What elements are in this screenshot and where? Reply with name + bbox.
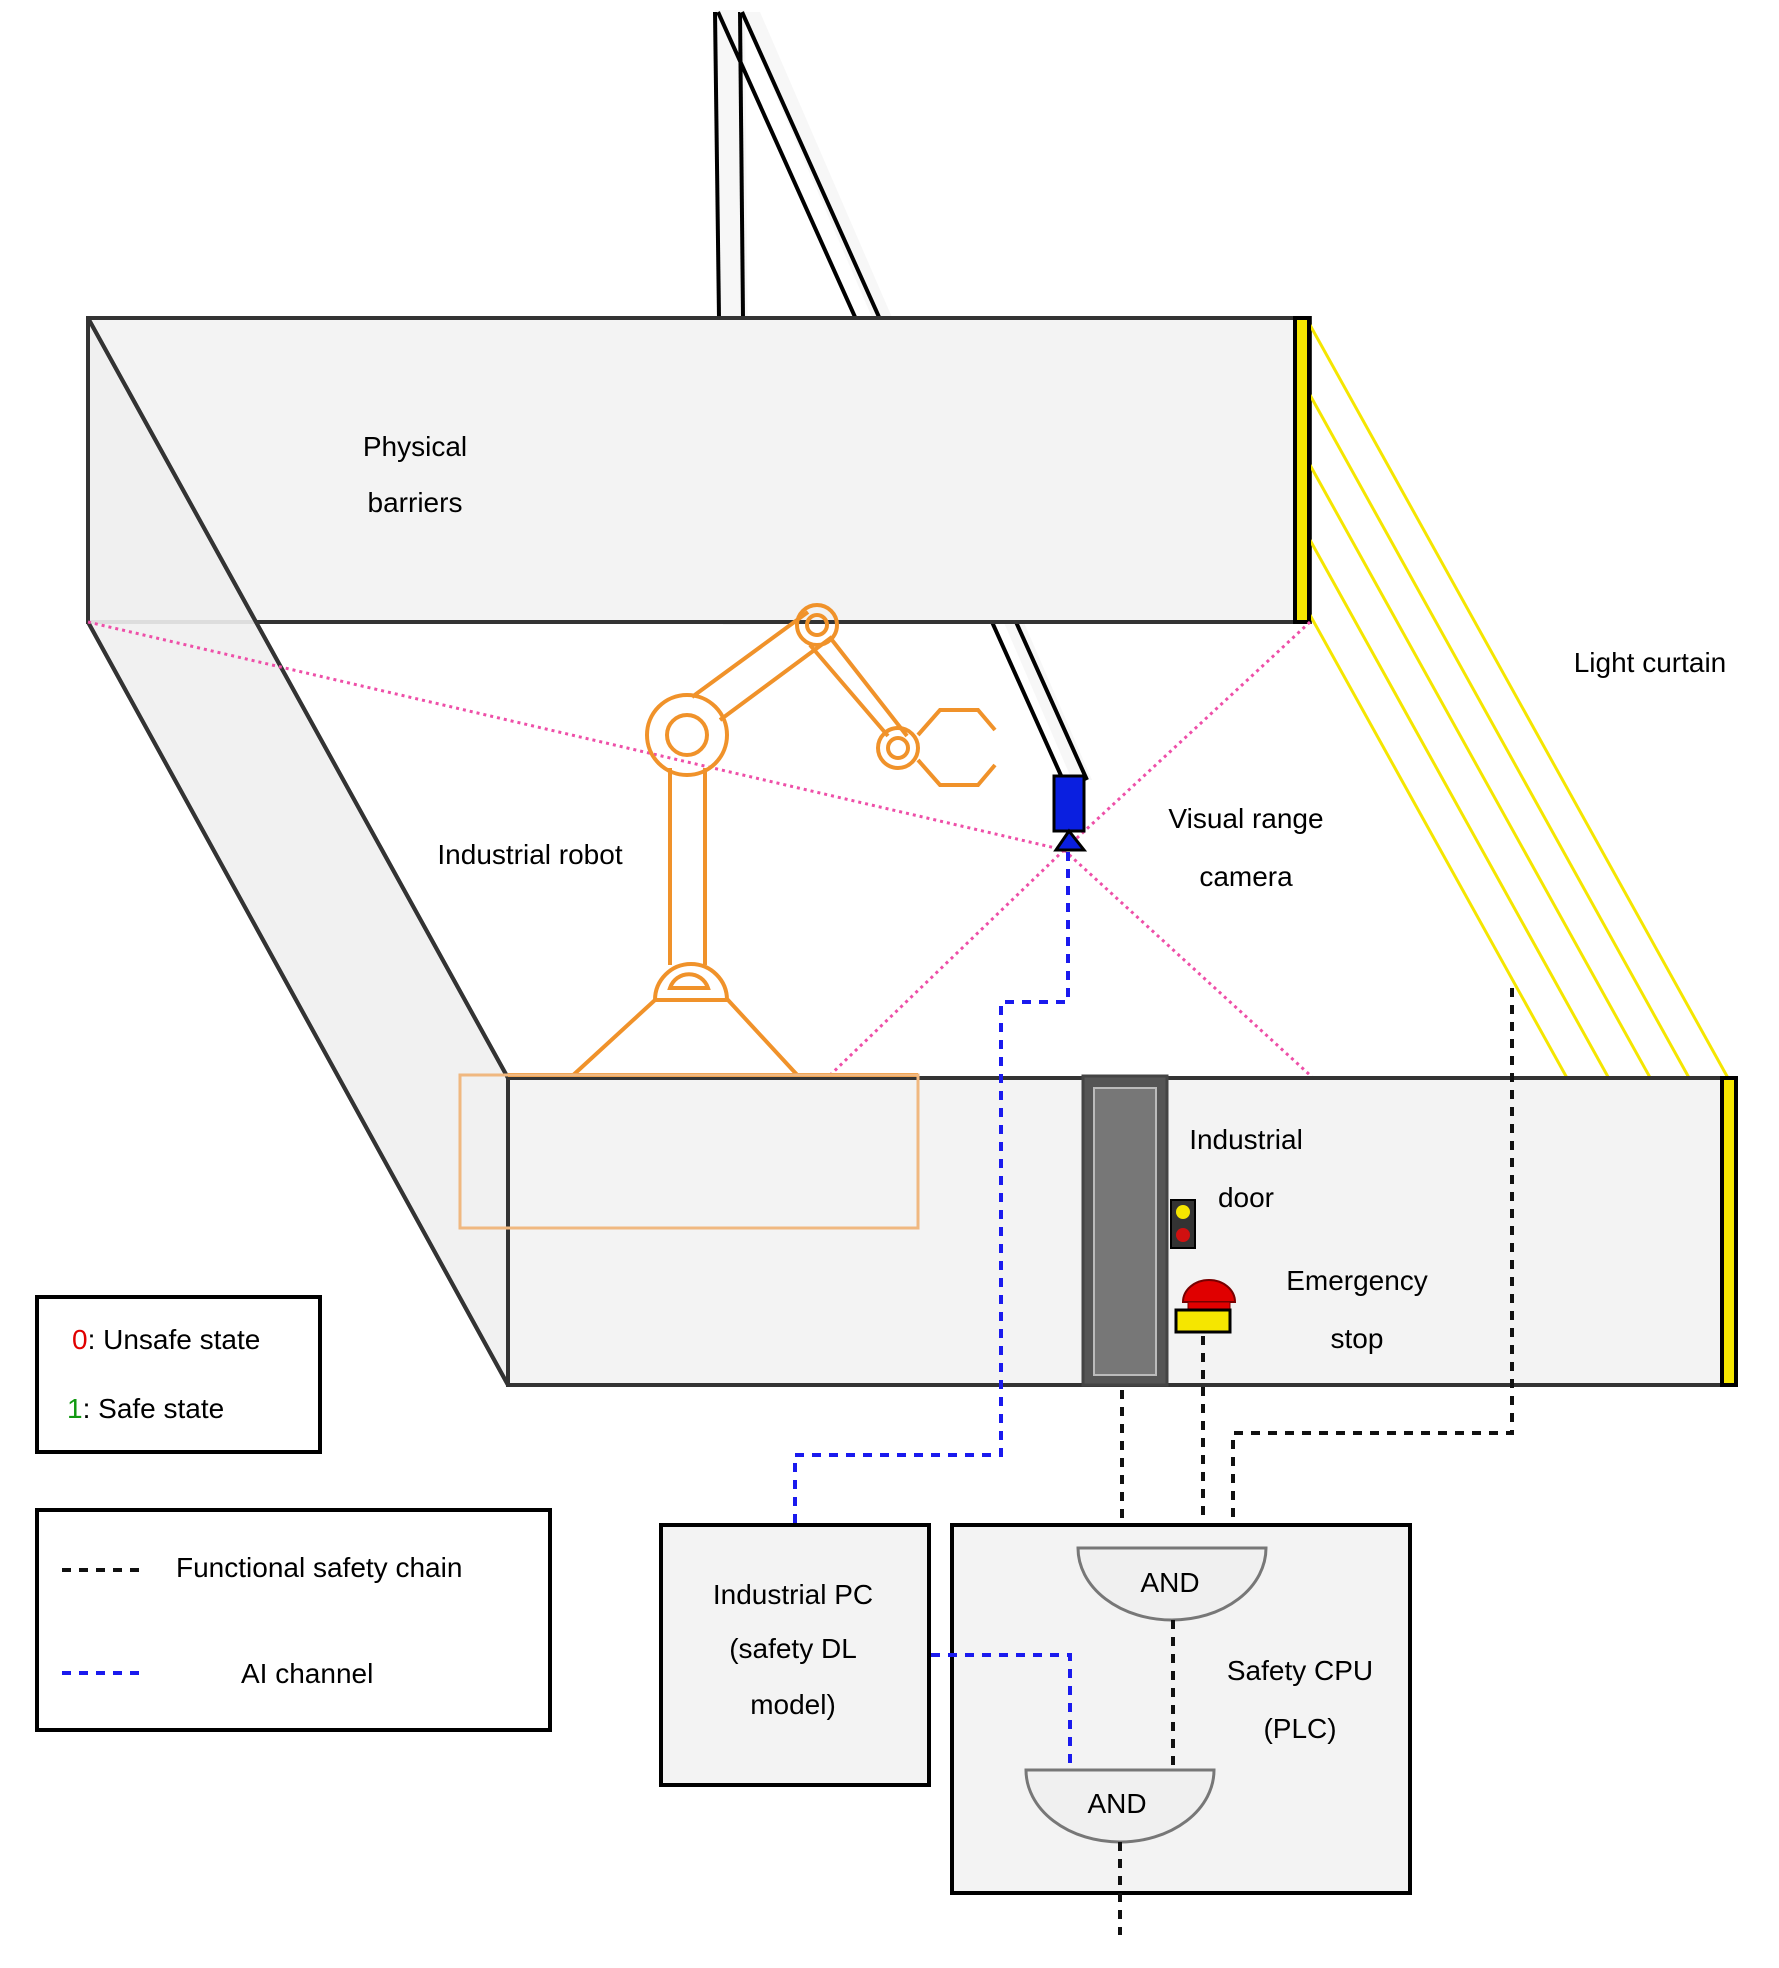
industrial-pc-box bbox=[659, 1523, 931, 1787]
physical-barriers-label: Physical bbox=[363, 431, 467, 462]
door-label: Industrial bbox=[1189, 1124, 1303, 1155]
physical-barriers-label-2: barriers bbox=[368, 487, 463, 518]
industrial-pc-label-2: (safety DL bbox=[729, 1633, 857, 1664]
camera-label-2: camera bbox=[1199, 861, 1293, 892]
safety-cpu-label-2: (PLC) bbox=[1263, 1713, 1336, 1744]
robot-base-footprint bbox=[458, 1073, 920, 1230]
unsafe-state-legend: 0: Unsafe state bbox=[72, 1324, 260, 1355]
light-curtain-receiver bbox=[1720, 1076, 1738, 1387]
light-curtain-emitter bbox=[1293, 316, 1311, 624]
light-curtain-safety-line bbox=[1231, 988, 1514, 1545]
industrial-pc-label-3: model) bbox=[750, 1689, 836, 1720]
camera-icon bbox=[1052, 774, 1088, 852]
safety-chain-legend-label: Functional safety chain bbox=[176, 1552, 462, 1583]
industrial-pc-label: Industrial PC bbox=[713, 1579, 873, 1610]
and-gate-top bbox=[1076, 1546, 1268, 1622]
industrial-robot bbox=[568, 603, 997, 1080]
camera-label: Visual range bbox=[1168, 803, 1323, 834]
back-barrier-wall bbox=[86, 316, 1312, 624]
and-gate-top-label: AND bbox=[1140, 1567, 1199, 1598]
robot-label: Industrial robot bbox=[437, 839, 622, 870]
industrial-door-icon bbox=[1081, 1074, 1169, 1387]
ai-channel-legend-label: AI channel bbox=[241, 1658, 373, 1689]
emergency-stop-icon bbox=[1174, 1279, 1237, 1334]
line-legend-box bbox=[35, 1508, 552, 1732]
safe-state-legend: 1: Safe state bbox=[67, 1393, 224, 1424]
and-gate-bottom bbox=[1024, 1768, 1216, 1844]
safety-cpu-label: Safety CPU bbox=[1227, 1655, 1373, 1686]
light-curtain-label: Light curtain bbox=[1574, 647, 1727, 678]
door-label-2: door bbox=[1218, 1182, 1274, 1213]
and-gate-bottom-label: AND bbox=[1087, 1788, 1146, 1819]
pc-to-and-ai-line bbox=[931, 1653, 1072, 1770]
emergency-stop-label: Emergency bbox=[1286, 1265, 1428, 1296]
camera-ai-channel-line bbox=[793, 852, 1070, 1525]
state-legend-box bbox=[35, 1295, 322, 1454]
emergency-stop-label-2: stop bbox=[1331, 1323, 1384, 1354]
door-status-light-icon bbox=[1170, 1199, 1196, 1249]
